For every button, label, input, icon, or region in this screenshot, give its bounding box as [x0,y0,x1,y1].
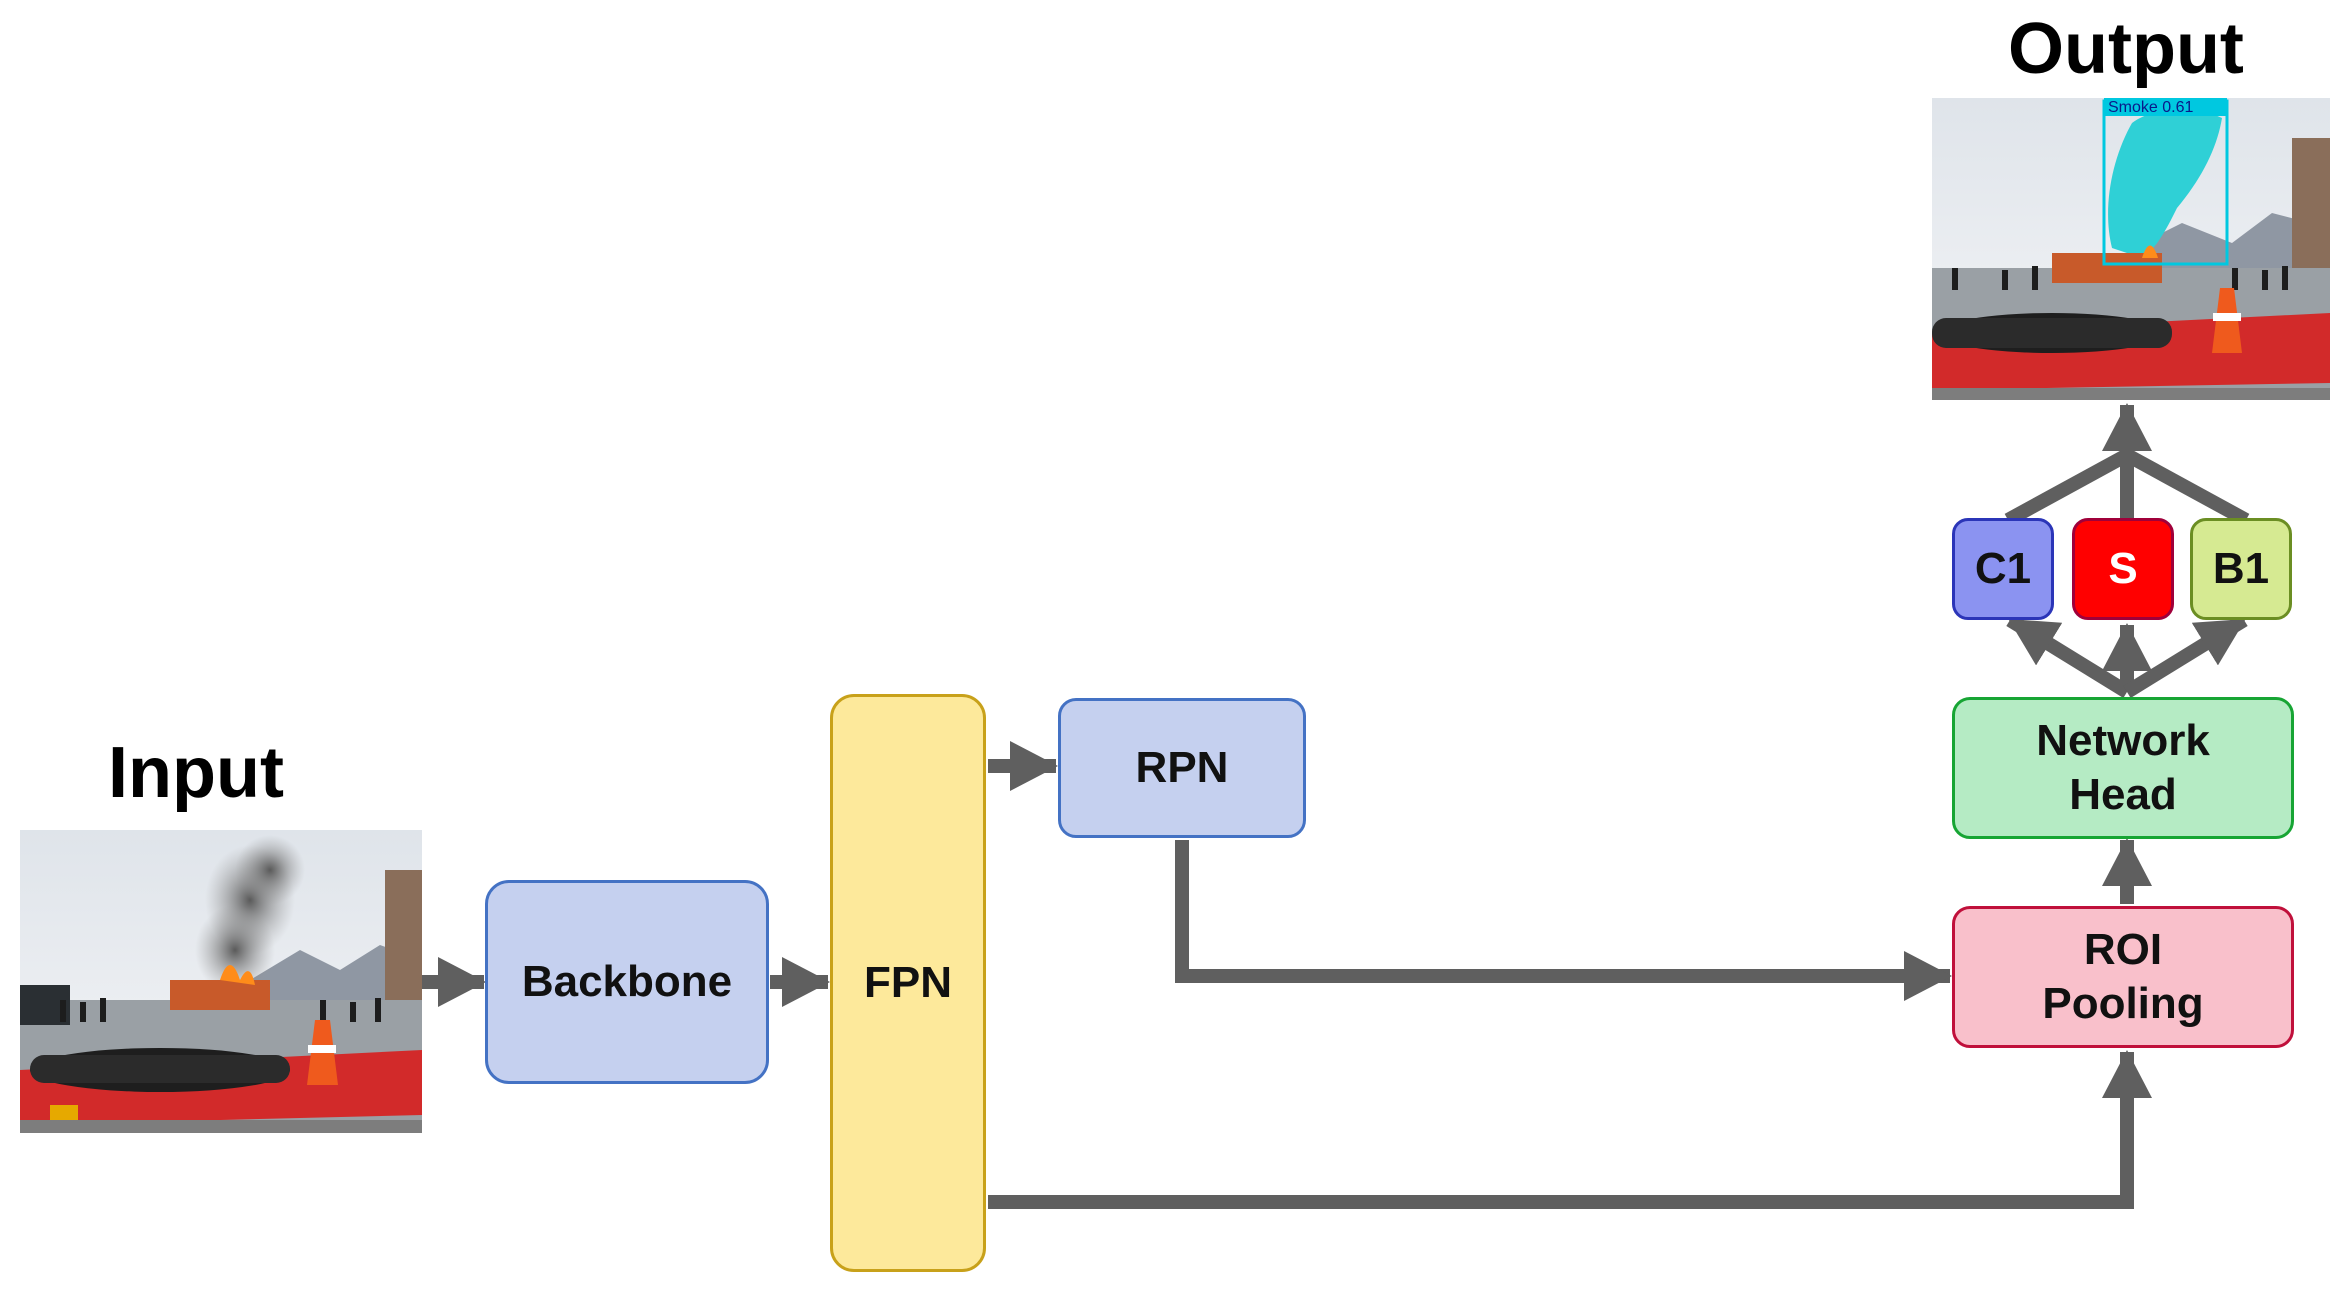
head-label-line2: Head [2069,770,2177,819]
roi-pooling-box: ROI Pooling [1952,906,2294,1048]
s-box: S [2072,518,2174,620]
output-heading: Output [2008,9,2244,89]
c1-box: C1 [1952,518,2054,620]
output-detection-scene-illustration: Smoke 0.61 [1932,98,2330,400]
s-label: S [2108,544,2138,593]
fpn-label: FPN [864,958,952,1007]
merge-line-b1 [2123,448,2250,527]
head-label-line1: Network [2036,716,2210,765]
backbone-box: Backbone [485,880,769,1084]
b1-label: B1 [2212,544,2270,593]
output-image: Smoke 0.61 [1932,98,2330,400]
roi-label-line2: Pooling [2042,979,2204,1028]
network-head-box: Network Head [1952,697,2294,839]
backbone-label: Backbone [521,957,733,1006]
merge-line-c1 [2004,448,2131,527]
b1-box: B1 [2190,518,2292,620]
arrow-rpn-to-roi [1175,840,1952,1001]
arrow-head-to-c1 [2006,614,2131,698]
c1-label: C1 [1974,544,2032,593]
smoke-label-background [2104,98,2227,116]
input-heading: Input [108,733,284,813]
rpn-label: RPN [1135,743,1229,792]
smoke-label-text: Smoke 0.61 [2108,99,2193,116]
fpn-box: FPN [830,694,986,1272]
input-fire-scene-illustration [20,830,422,1133]
arrow-fpn-to-roi [988,1050,2152,1209]
rpn-box: RPN [1058,698,1306,838]
roi-label-line1: ROI [2083,925,2163,974]
input-image [20,830,422,1133]
smoke-mask [2108,108,2222,259]
arrow-head-to-b1 [2123,614,2248,698]
